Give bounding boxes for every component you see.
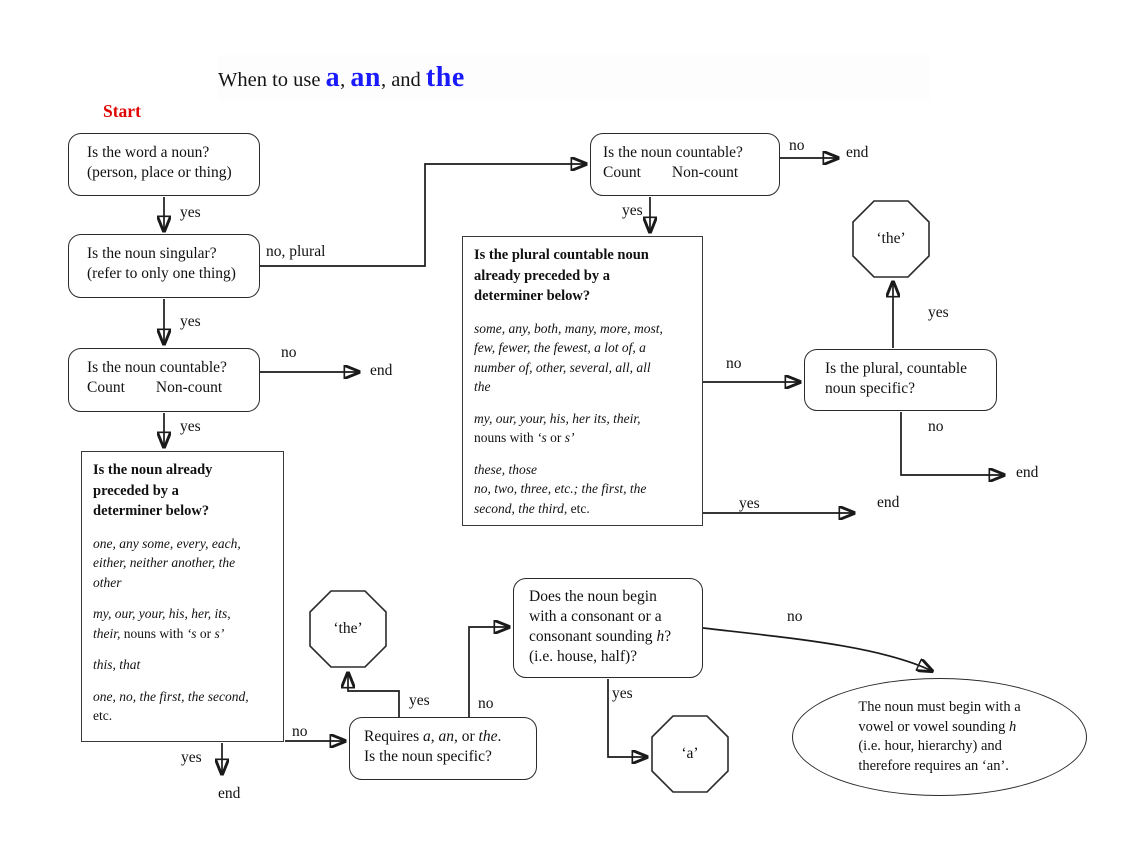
node-is-noun-countable-left: Is the noun countable?Count Non-count	[68, 348, 260, 412]
label-det-plural-no: no	[726, 355, 742, 372]
label-begins-no: no	[787, 608, 803, 625]
result-a-label: ‘a’	[681, 745, 699, 762]
label-det-singular-yes: yes	[181, 749, 202, 766]
result-the-bottom-label: ‘the’	[333, 620, 363, 637]
label-countable-left-yes: yes	[180, 418, 201, 435]
label-plural-specific-no: no	[928, 418, 944, 435]
title-sep1: ,	[340, 69, 351, 91]
node-requires-article: Requires a, an, or the.Is the noun speci…	[349, 717, 537, 780]
edge-plural-specific-no-end	[900, 412, 1004, 475]
label-countable-top-end: end	[846, 144, 869, 161]
label-plural-specific-yes: yes	[928, 304, 949, 321]
edge-begins-no-curve	[702, 627, 932, 671]
label-det-singular-no: no	[292, 723, 308, 740]
node-result-the-bottom: ‘the’	[309, 590, 387, 668]
title-sep2: , and	[380, 69, 426, 91]
label-requires-yes: yes	[409, 692, 430, 709]
label-det-singular-end: end	[218, 785, 241, 802]
label-singular-no-plural: no, plural	[266, 243, 326, 260]
octagon-shape-icon	[852, 200, 930, 278]
label-word-noun-yes: yes	[180, 204, 201, 221]
label-begins-yes: yes	[612, 685, 633, 702]
title-prefix: When to use	[218, 69, 326, 91]
node-result-a: ‘a’	[651, 715, 729, 793]
node-is-noun-singular: Is the noun singular?(refer to only one …	[68, 234, 260, 298]
label-countable-top-yes: yes	[622, 202, 643, 219]
edge-requires-yes	[348, 673, 400, 717]
octagon-shape-icon	[309, 590, 387, 668]
label-det-plural-yes: yes	[739, 495, 760, 512]
label-countable-left-end: end	[370, 362, 393, 379]
title-backdrop	[218, 55, 930, 100]
title-word-an: an	[350, 62, 381, 93]
label-countable-top-no: no	[789, 137, 805, 154]
node-result-the-top: ‘the’	[852, 200, 930, 278]
octagon-shape-icon	[651, 715, 729, 793]
title-word-the: the	[425, 62, 465, 93]
node-is-word-noun: Is the word a noun?(person, place or thi…	[68, 133, 260, 196]
title-word-a: a	[325, 62, 341, 93]
node-is-noun-countable-top: Is the noun countable?Count Non-count	[590, 133, 780, 196]
result-the-top-label: ‘the’	[876, 230, 906, 247]
label-singular-yes: yes	[180, 313, 201, 330]
label-det-plural-end: end	[877, 494, 900, 511]
diagram-title: When to use a, an, and the	[218, 62, 465, 94]
label-countable-left-no: no	[281, 344, 297, 361]
label-plural-specific-end: end	[1016, 464, 1039, 481]
label-requires-no: no	[478, 695, 494, 712]
start-label: Start	[103, 101, 141, 121]
